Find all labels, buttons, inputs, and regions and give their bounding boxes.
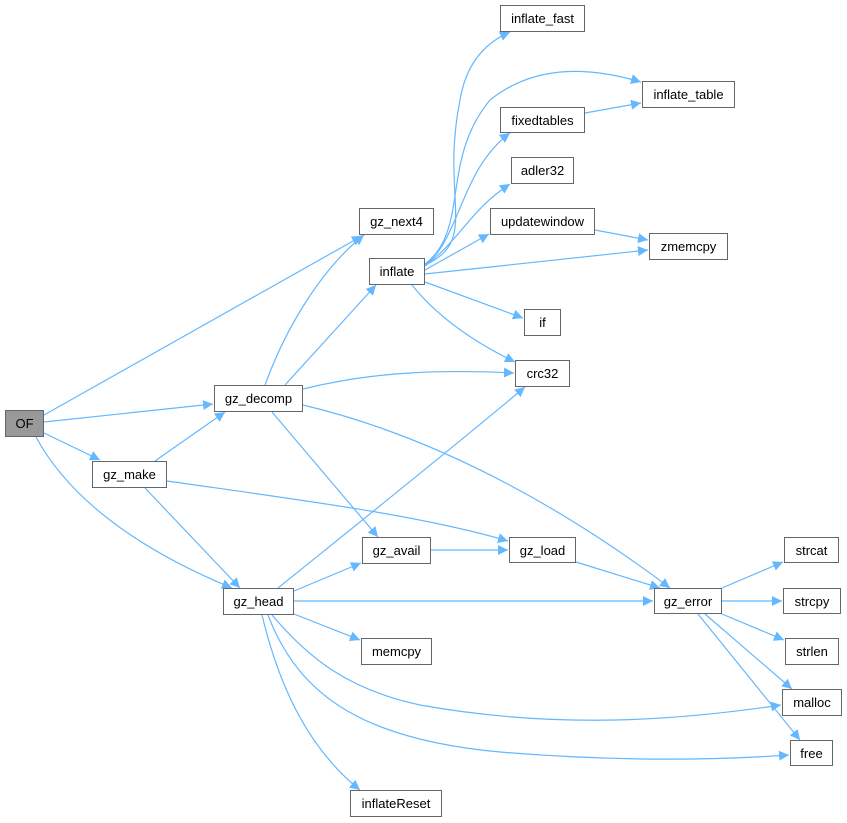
node-malloc[interactable]: malloc [782,689,842,716]
edge-inflate-to-adler32 [424,183,511,267]
edge-OF-to-gz_make [43,432,101,461]
edge-fixedtables-to-inflate_table [584,99,642,114]
edge-OF-to-gz_head [35,436,233,589]
node-gz-avail[interactable]: gz_avail [362,537,431,564]
edge-inflate-to-fixedtables [424,132,511,266]
edge-gz_error-to-free [697,613,801,741]
node-strcat[interactable]: strcat [784,537,839,563]
node-adler32[interactable]: adler32 [511,157,574,184]
edge-gz_error-to-strlen [721,613,785,641]
edge-gz_head-to-crc32 [277,386,526,589]
node-gz-make[interactable]: gz_make [92,461,167,488]
edge-gz_head-to-gz_avail [293,562,362,592]
node-inflateReset[interactable]: inflateReset [350,790,442,817]
edge-gz_make-to-gz_decomp [154,411,226,462]
node-gz-load[interactable]: gz_load [509,537,576,563]
node-memcpy[interactable]: memcpy [361,638,432,665]
edge-gz_decomp-to-inflate [284,284,377,386]
node-free[interactable]: free [790,740,833,766]
node-strlen[interactable]: strlen [785,638,839,665]
edge-updatewindow-to-zmemcpy [594,229,649,244]
node-zmemcpy[interactable]: zmemcpy [649,233,728,260]
node-gz-head[interactable]: gz_head [223,588,294,615]
node-inflate-table[interactable]: inflate_table [642,81,735,108]
edge-OF-to-gz_decomp [43,400,214,423]
edge-gz_make-to-gz_head [144,487,241,589]
edge-gz_head-to-memcpy [293,613,361,641]
edge-inflate-to-crc32 [411,284,516,363]
edge-gz_decomp-to-gz_next4 [264,234,365,386]
node-inflate-fast[interactable]: inflate_fast [500,5,585,32]
edge-gz_head-to-inflateReset [261,614,361,791]
edge-inflate-to-if [424,281,524,320]
edge-OF-to-gz_next4 [43,235,363,416]
edge-gz_error-to-strcat [721,561,784,589]
edge-inflate-to-inflate_table [424,70,642,265]
node-if[interactable]: if [524,309,561,336]
edge-gz_head-to-free [267,614,790,761]
node-updatewindow[interactable]: updatewindow [490,208,595,235]
edge-gz_head-to-malloc [271,614,782,721]
edge-inflate-to-zmemcpy [424,246,649,275]
edge-gz_decomp-to-gz_avail [271,411,379,538]
node-gz-decomp[interactable]: gz_decomp [214,385,303,412]
edge-inflate-to-updatewindow [424,233,490,271]
edge-gz_load-to-gz_error [575,561,661,590]
edge-gz_error-to-malloc [704,613,793,690]
node-gz-error[interactable]: gz_error [654,588,722,614]
node-fixedtables[interactable]: fixedtables [500,107,585,133]
node-crc32[interactable]: crc32 [515,360,570,387]
edge-gz_decomp-to-gz_error [302,404,671,589]
node-inflate[interactable]: inflate [369,258,425,285]
node-strcpy[interactable]: strcpy [783,588,841,614]
node-gz-next4[interactable]: gz_next4 [359,208,434,235]
node-OF[interactable]: OF [5,410,44,437]
edge-gz_decomp-to-crc32 [302,367,515,390]
